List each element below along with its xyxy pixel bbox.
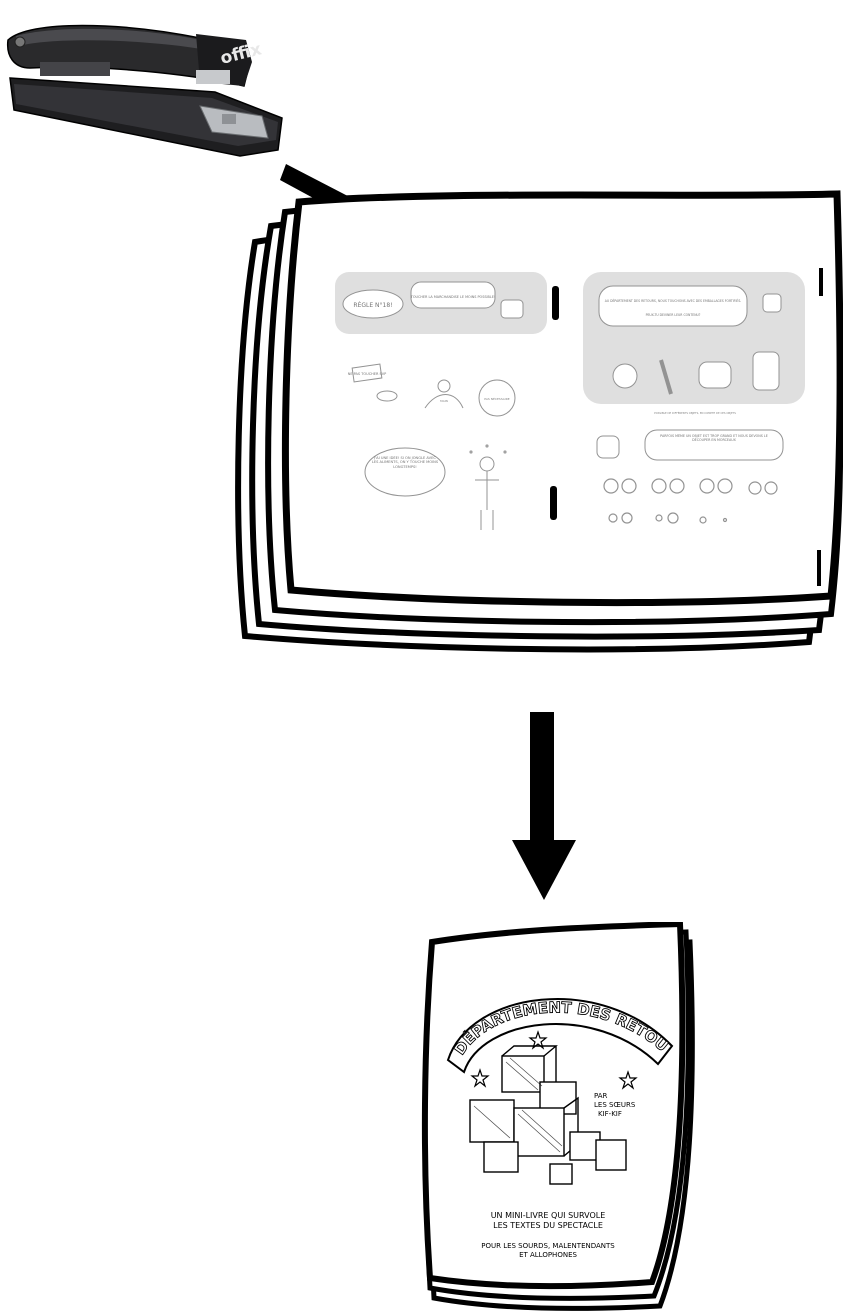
stapler-icon: offix (8, 26, 282, 157)
top-bubble-line2: PEUX-TU DEVINER LEUR CONTENU? (646, 313, 701, 317)
juggler-bubble: J'AI UNE IDÉE! SI ON JONGLE AVEC LES ALI… (371, 456, 439, 469)
stapler-illustration: offix (0, 0, 300, 160)
booklet-spread-stack: RÈGLE N°18! TOUCHER LA MARCHANDISE LE MO… (225, 190, 843, 660)
staple-mark-bottom (550, 486, 557, 520)
round-label: PAS NÉCESSAIRE (484, 396, 510, 401)
booklet-by-line2: LES SŒURS (594, 1101, 636, 1109)
rule-title: RÈGLE N°18! (353, 301, 392, 309)
booklet-by-line1: PAR (594, 1092, 608, 1100)
booklet-subtitle-line1: UN MINI-LIVRE QUI SURVOLE (491, 1211, 606, 1220)
staple-mark-top (552, 286, 559, 320)
rule-bubble: TOUCHER LA MARCHANDISE LE MOINS POSSIBLE… (410, 295, 495, 299)
sign-text: NE PAS TOUCHER SVP (348, 372, 387, 376)
finished-booklet: DÉPARTEMENT DES RETOURS PAR LES SŒURS KI… (410, 922, 700, 1316)
arrow-down-icon (510, 712, 580, 902)
bottom-bubble: PARFOIS MÊME UN OBJET EST TROP GRAND ET … (655, 434, 773, 443)
booklet-subtitle-line2: LES TEXTES DU SPECTACLE (493, 1221, 603, 1230)
booklet-audience-line1: POUR LES SOURDS, MALENTENDANTS (481, 1242, 615, 1250)
pan-label: MAIN (440, 399, 448, 403)
booklet-by-line3: KIF-KIF (598, 1110, 622, 1118)
top-bubble-line1: AU DÉPARTEMENT DES RETOURS, NOUS TOUCHON… (605, 298, 742, 303)
booklet-audience-line2: ET ALLOPHONES (519, 1251, 577, 1259)
